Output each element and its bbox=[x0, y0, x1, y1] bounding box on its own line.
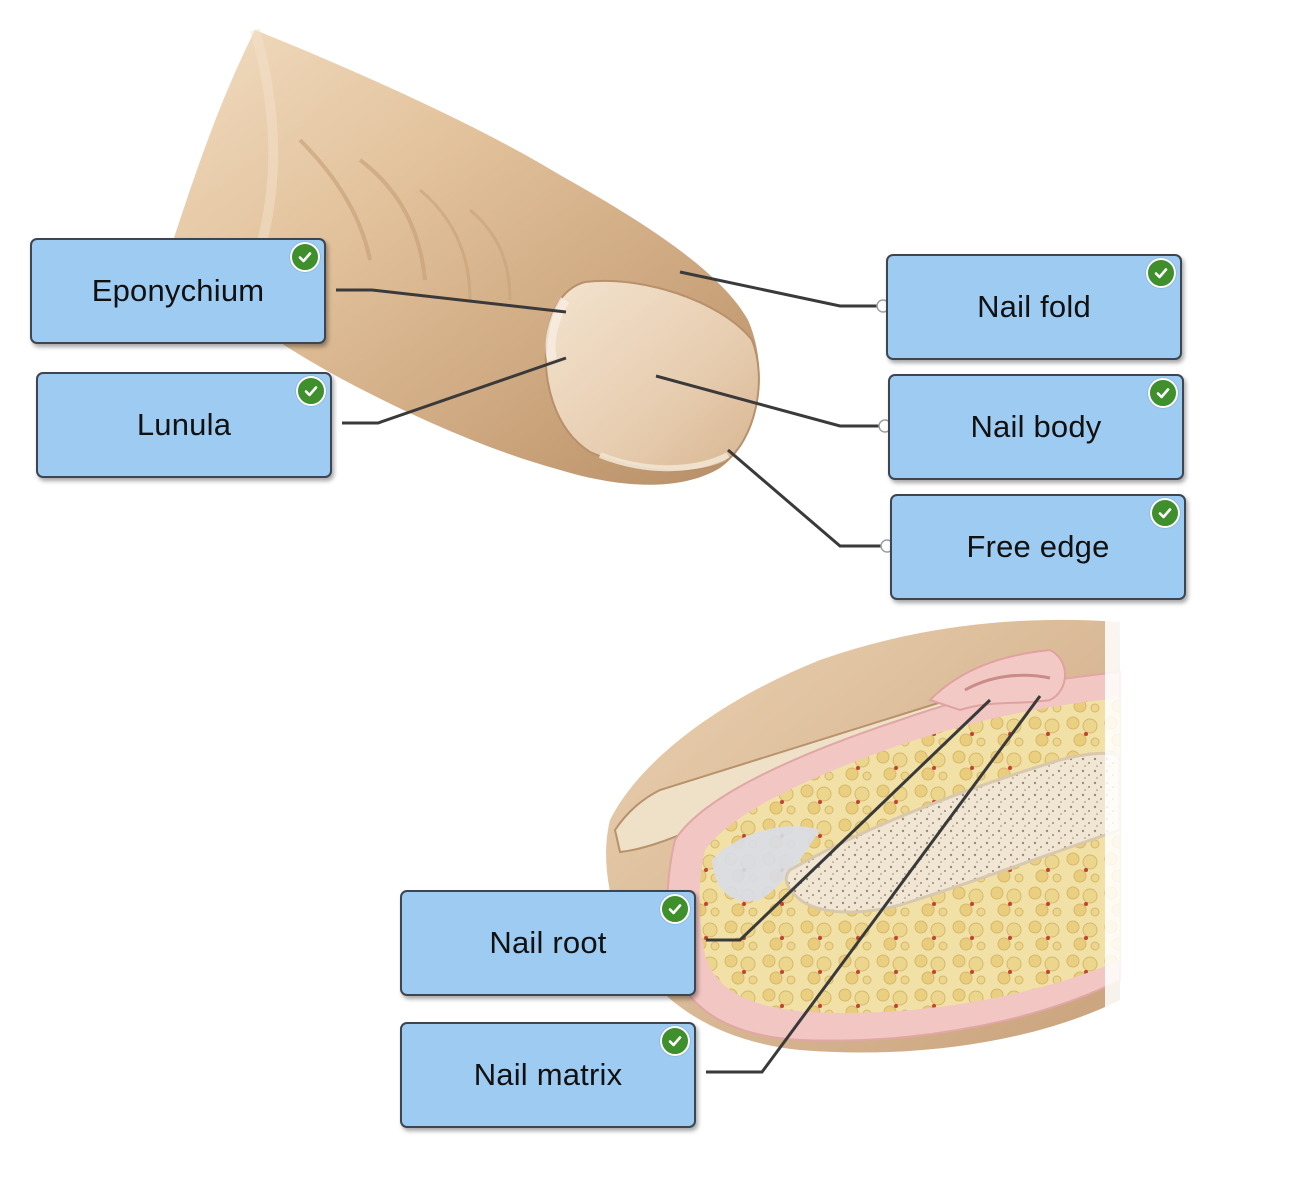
check-circle-icon bbox=[660, 1026, 690, 1056]
label-nail-body[interactable]: Nail body bbox=[888, 374, 1184, 480]
check-circle-icon bbox=[1150, 498, 1180, 528]
label-eponychium-text: Eponychium bbox=[91, 273, 265, 308]
label-nail-root[interactable]: Nail root bbox=[400, 890, 696, 996]
label-nail-matrix-text: Nail matrix bbox=[473, 1057, 623, 1092]
label-nail-body-text: Nail body bbox=[970, 409, 1102, 444]
check-circle-icon bbox=[660, 894, 690, 924]
leader-nail-root bbox=[706, 698, 992, 942]
nail-cross-section-drawing bbox=[606, 600, 1165, 1060]
leader-lunula bbox=[342, 356, 567, 425]
label-eponychium[interactable]: Eponychium bbox=[30, 238, 326, 344]
leader-eponychium bbox=[336, 288, 567, 314]
fingertip-drawing bbox=[170, 28, 760, 485]
check-circle-icon bbox=[296, 376, 326, 406]
check-circle-icon bbox=[1148, 378, 1178, 408]
leader-nail-body bbox=[655, 374, 880, 428]
label-nail-fold-text: Nail fold bbox=[977, 289, 1091, 324]
check-circle-icon bbox=[290, 242, 320, 272]
leader-lines-upper bbox=[336, 270, 882, 548]
leader-nail-matrix bbox=[706, 695, 1042, 1074]
label-free-edge-text: Free edge bbox=[966, 529, 1110, 564]
label-nail-root-text: Nail root bbox=[489, 925, 607, 960]
leader-free-edge bbox=[727, 448, 882, 548]
label-nail-matrix[interactable]: Nail matrix bbox=[400, 1022, 696, 1128]
check-circle-icon bbox=[1146, 258, 1176, 288]
leader-lines-lower bbox=[706, 695, 1042, 1074]
label-nail-fold[interactable]: Nail fold bbox=[886, 254, 1182, 360]
label-lunula-text: Lunula bbox=[136, 407, 232, 442]
label-free-edge[interactable]: Free edge bbox=[890, 494, 1186, 600]
leader-nail-fold bbox=[679, 270, 880, 308]
label-lunula[interactable]: Lunula bbox=[36, 372, 332, 478]
